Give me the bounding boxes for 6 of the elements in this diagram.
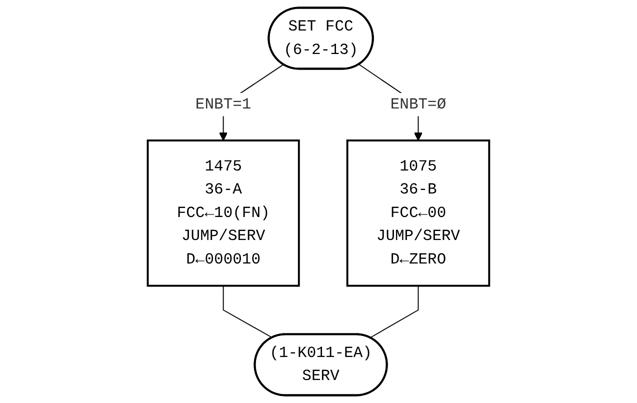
node-box: 1075 36-B FCC←00 JUMP/SERV D←ZERO [346,140,490,287]
node-box: 1475 36-A FCC←10(FN) JUMP/SERV D←000010 [146,140,300,287]
edge-label: ENBT=1 [195,96,252,114]
edge-label: ENBT=Ø [390,96,446,114]
connector [222,285,273,338]
connector [370,285,419,338]
